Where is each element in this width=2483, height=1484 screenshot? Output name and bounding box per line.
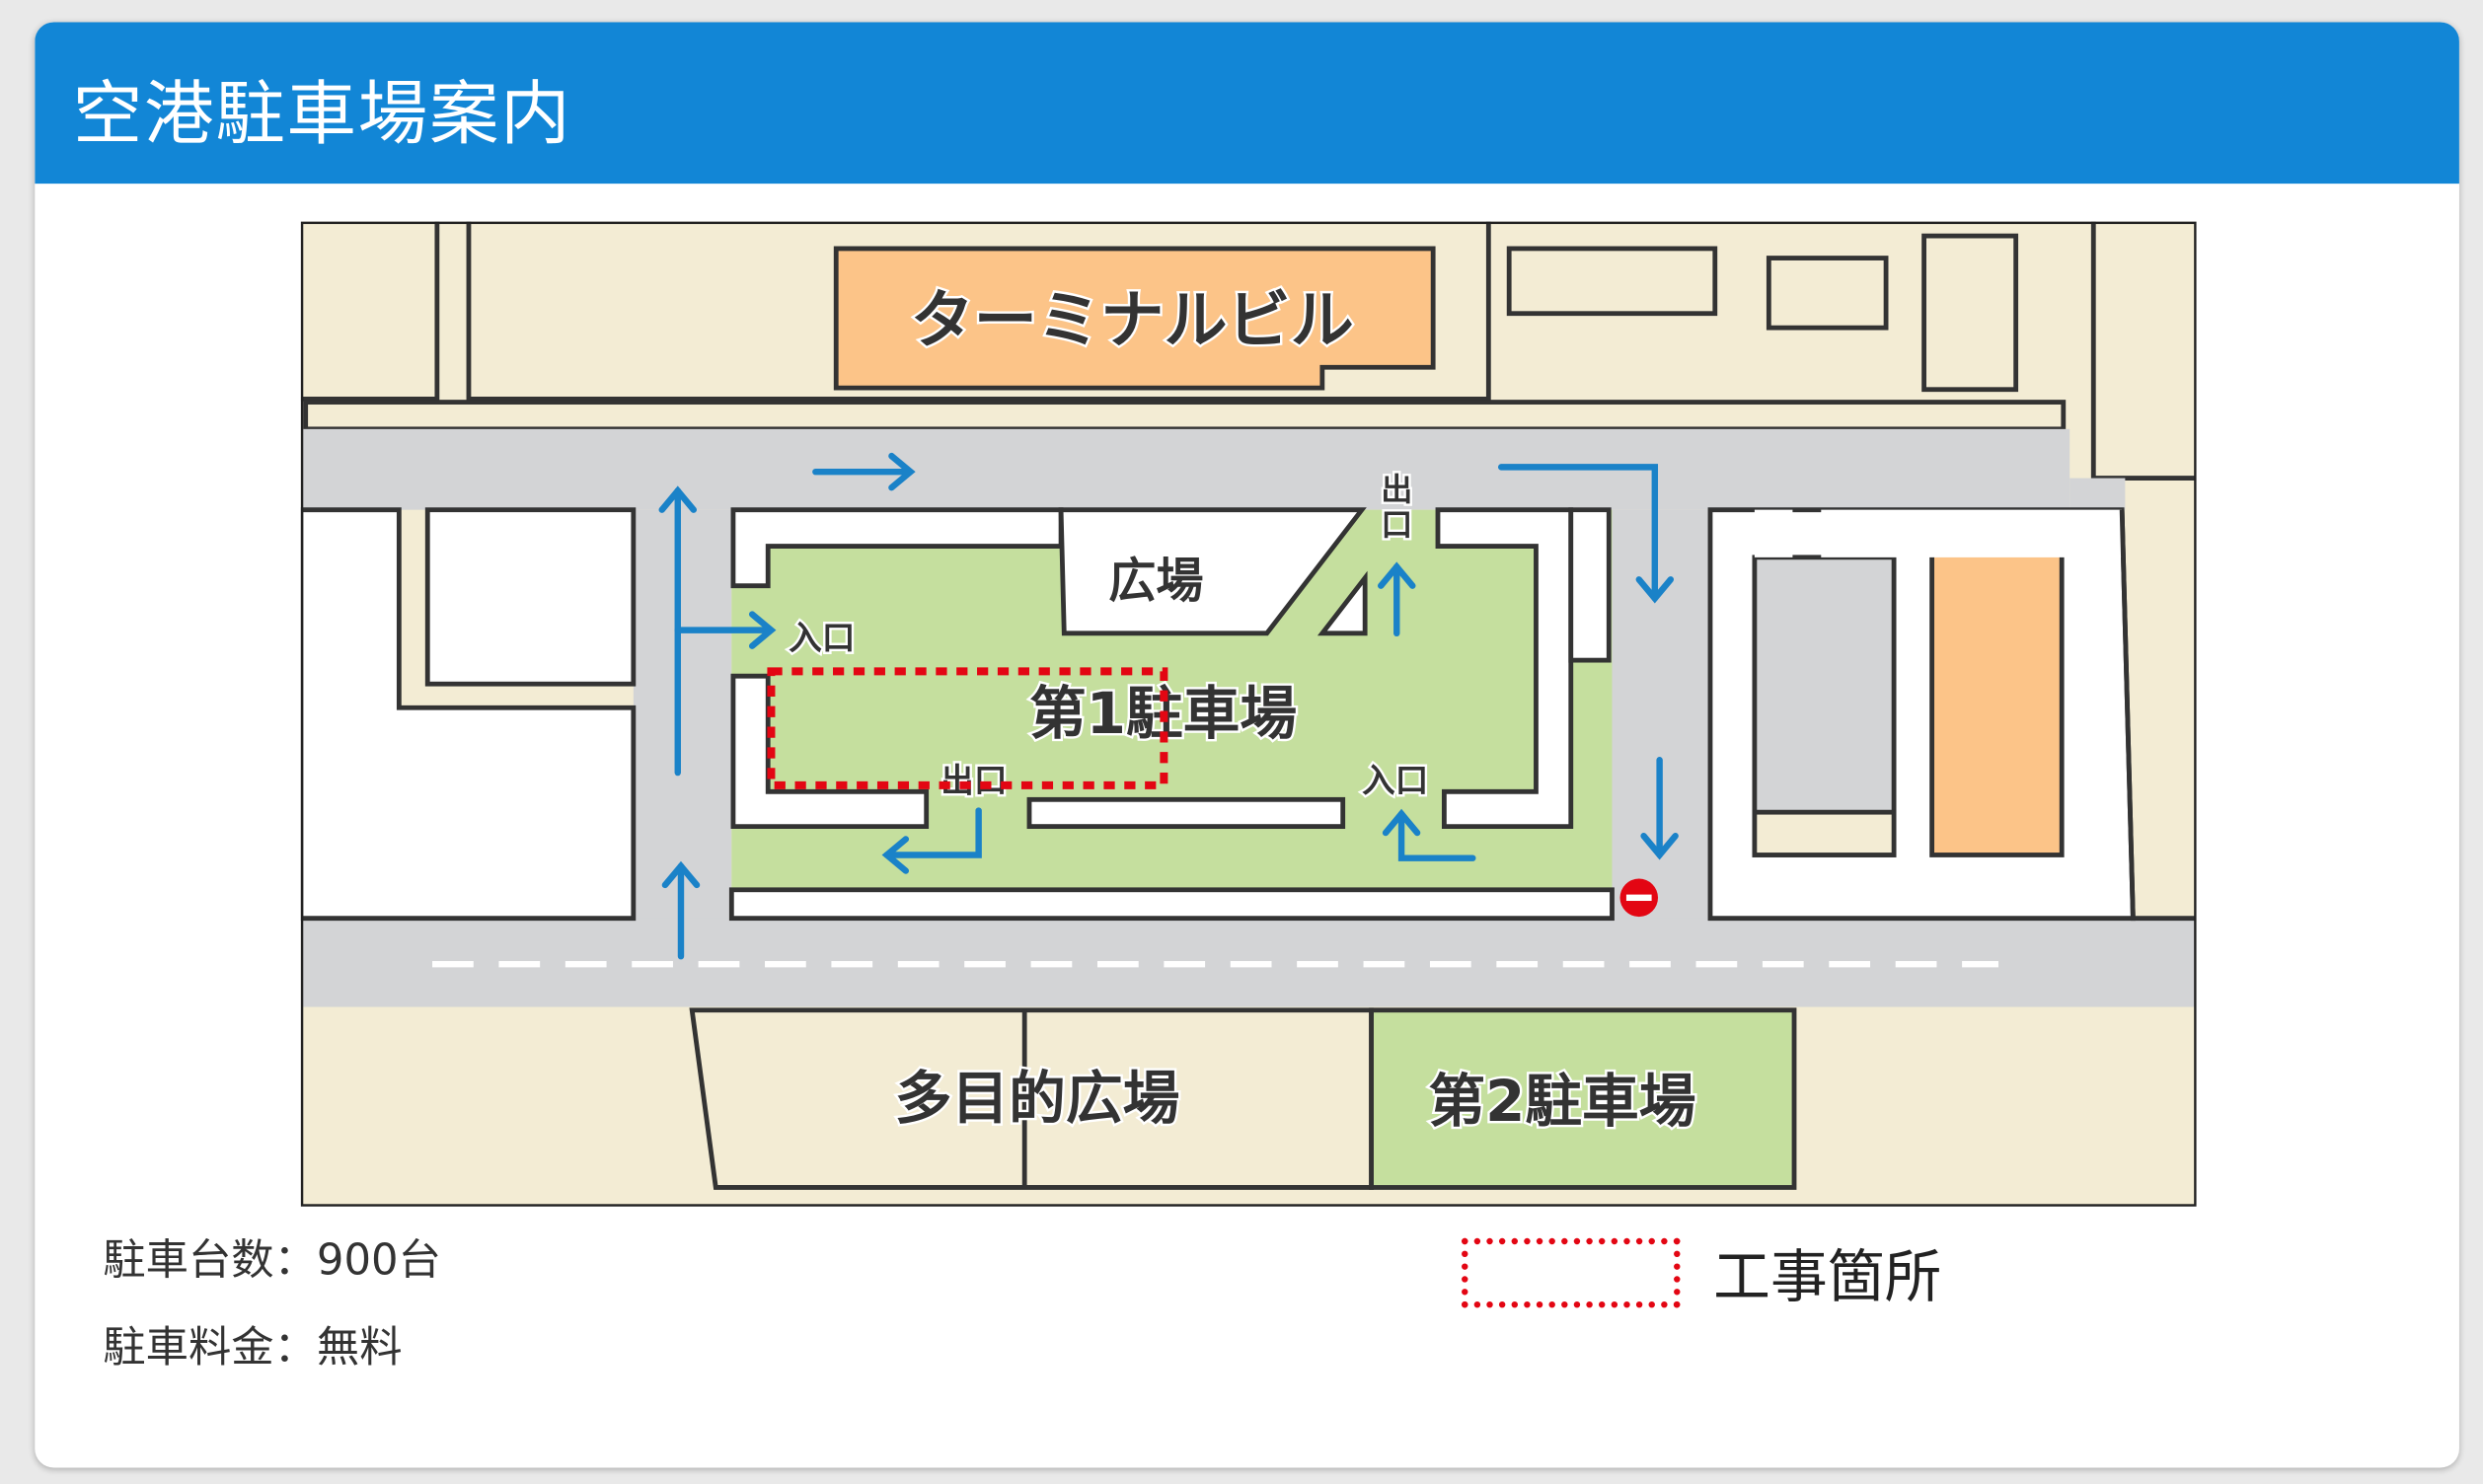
entrance-label-east: 入口 <box>1362 761 1428 799</box>
terminal-building <box>833 246 1436 391</box>
entrance-label-west: 入口 <box>789 619 855 657</box>
plaza <box>1058 507 1367 636</box>
parking-lot-2 <box>1369 1007 1797 1190</box>
exit-label-north-2: 口 <box>1381 505 1412 543</box>
plaza-label: 広場 <box>1108 554 1203 609</box>
parking2-label: 第2駐車場 <box>1428 1068 1695 1135</box>
construction-legend-swatch <box>1462 1237 1681 1308</box>
construction-legend-label: 工事箇所 <box>1713 1245 1942 1311</box>
capacity-text: 駐車台数：900台 <box>103 1236 441 1286</box>
top-blocks <box>300 221 2197 481</box>
parking-info-card: 空港駐車場案内 <box>35 22 2459 1468</box>
fee-text: 駐車料金：無料 <box>103 1323 403 1373</box>
traffic-arrows <box>658 452 1679 960</box>
exit-label-south: 出口 <box>941 761 1007 799</box>
page-title: 空港駐車場案内 <box>72 74 572 156</box>
terminal-label: ターミナルビル <box>911 284 1354 358</box>
header: 空港駐車場案内 <box>35 22 2459 185</box>
parking-map: ターミナルビル 広場 第1駐車場 多目的広場 第2駐車場 入口 入口 出口 出 … <box>300 221 2197 1207</box>
construction-area <box>767 667 1168 789</box>
exit-label-north-1: 出 <box>1381 471 1412 508</box>
multipurpose-label: 多目的広場 <box>895 1065 1180 1132</box>
